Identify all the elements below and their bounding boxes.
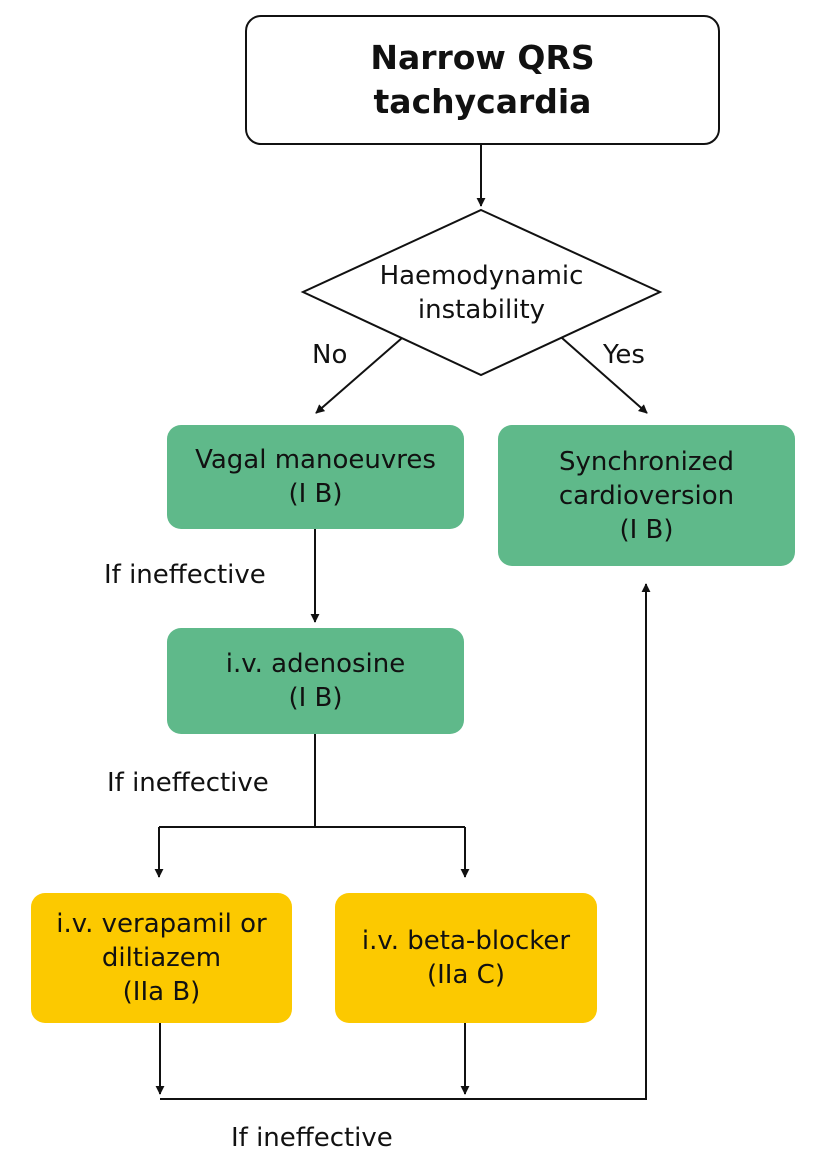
arrow-no xyxy=(315,337,403,414)
start-line-2: tachycardia xyxy=(373,82,592,121)
verapamil-line-2: diltiazem xyxy=(101,943,222,973)
beta-line-2: (IIa C) xyxy=(427,960,505,990)
sync-line-2: cardioversion xyxy=(558,480,735,511)
sync-line-1: Synchronized xyxy=(558,446,735,477)
adenosine-box: i.v. adenosine (I B) xyxy=(167,628,464,734)
verapamil-line-3: (IIa B) xyxy=(122,977,201,1007)
yes-label: Yes xyxy=(603,340,645,370)
vagal-manoeuvres-box: Vagal manoeuvres (I B) xyxy=(167,425,464,529)
verapamil-diltiazem-box: i.v. verapamil or diltiazem (IIa B) xyxy=(31,893,292,1023)
if-ineffective-label-1: If ineffective xyxy=(104,560,266,590)
synchronized-cardioversion-box: Synchronized cardioversion (I B) xyxy=(498,425,795,566)
adenosine-line-1: i.v. adenosine xyxy=(225,649,406,679)
no-label: No xyxy=(312,340,348,370)
decision-diamond xyxy=(300,208,663,377)
decision-line-1: Haemodynamic xyxy=(379,260,584,291)
vagal-line-1: Vagal manoeuvres xyxy=(195,445,436,475)
sync-line-3: (I B) xyxy=(619,514,674,545)
vagal-line-2: (I B) xyxy=(288,479,343,509)
start-line-1: Narrow QRS xyxy=(370,38,595,77)
start-box-narrow-qrs: Narrow QRS tachycardia xyxy=(245,15,720,145)
arrow-yes xyxy=(561,337,648,414)
beta-line-1: i.v. beta-blocker xyxy=(361,926,571,956)
beta-blocker-box: i.v. beta-blocker (IIa C) xyxy=(335,893,597,1023)
verapamil-line-1: i.v. verapamil or xyxy=(56,909,267,939)
arrow-return-to-cardioversion xyxy=(160,583,651,1100)
if-ineffective-label-2: If ineffective xyxy=(107,768,269,798)
adenosine-line-2: (I B) xyxy=(288,683,343,713)
if-ineffective-label-3: If ineffective xyxy=(231,1123,393,1153)
decision-line-2: instability xyxy=(417,294,546,325)
decision-label: Haemodynamic instability xyxy=(303,210,660,375)
